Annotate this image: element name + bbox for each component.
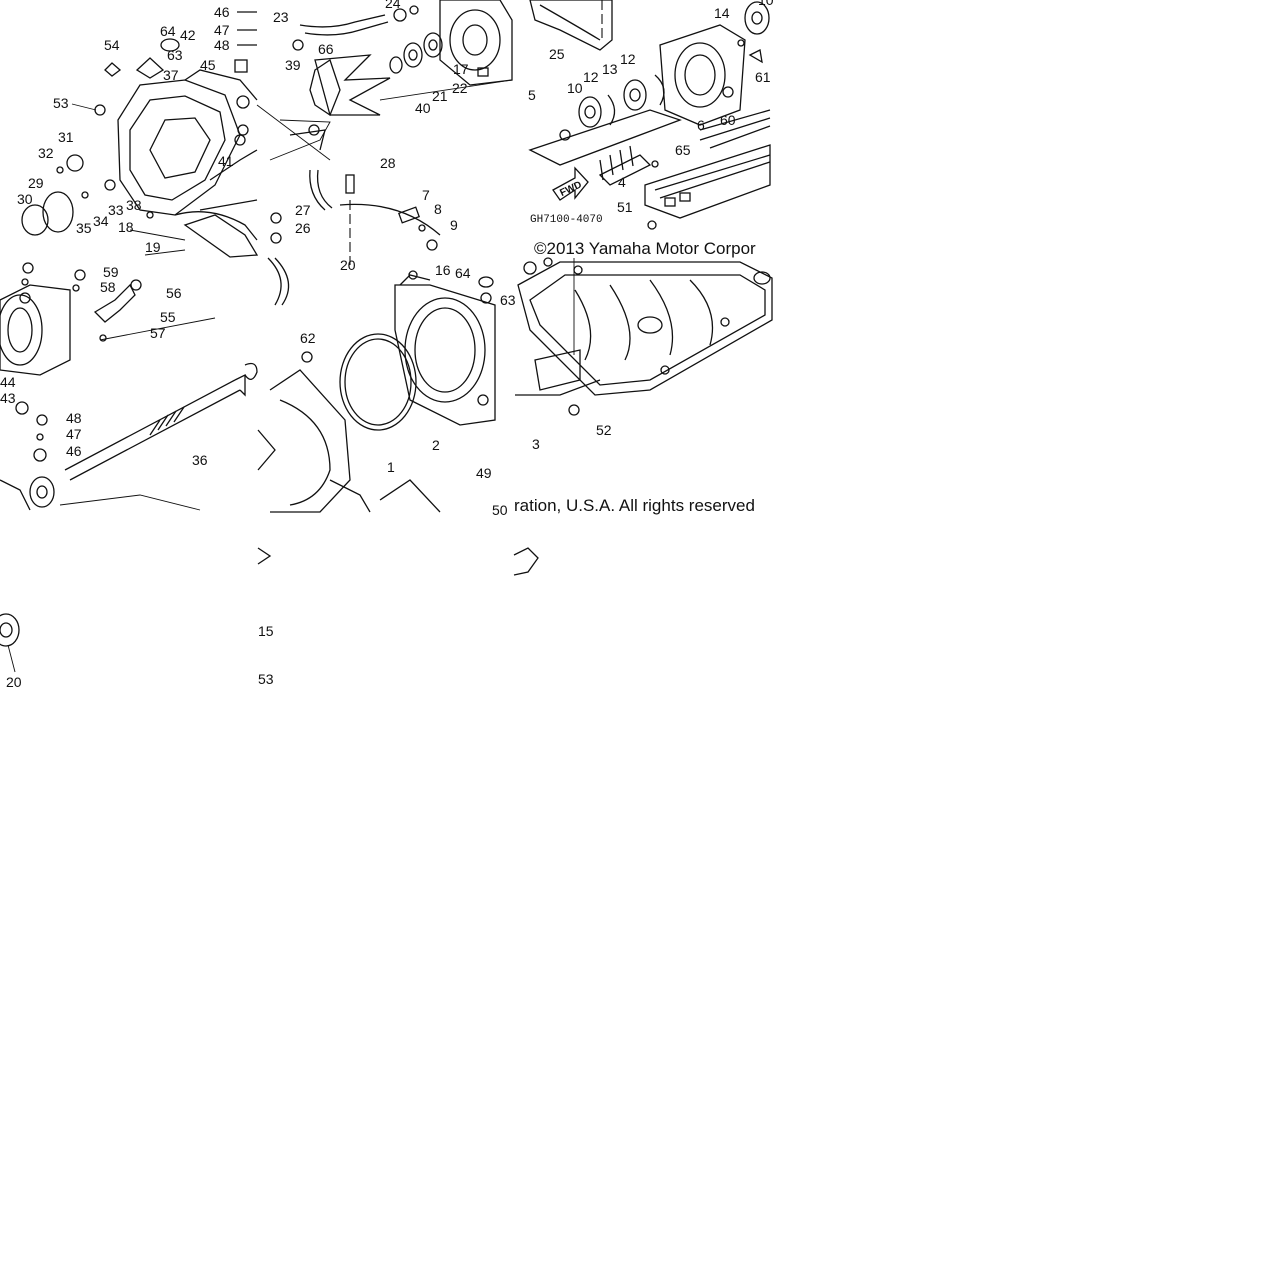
part-label: 48 — [66, 410, 82, 426]
part-label: 31 — [58, 129, 74, 145]
part-label: 12 — [583, 69, 599, 85]
part-label: 47 — [66, 426, 82, 442]
diagram-code: GH7100-4070 — [530, 214, 603, 226]
part-label: 22 — [452, 80, 468, 96]
part-label: 10 — [567, 80, 583, 96]
part-label: 9 — [450, 217, 458, 233]
part-label: 20 — [340, 257, 356, 273]
part-label: 36 — [192, 452, 208, 468]
part-label: 46 — [66, 443, 82, 459]
tile-top-left: 46 47 48 54 64 63 42 37 45 53 31 32 29 3… — [17, 4, 259, 258]
part-label: 60 — [720, 112, 736, 128]
part-label: 10 — [758, 0, 774, 8]
part-label: 33 — [108, 202, 124, 218]
part-label: 21 — [432, 88, 448, 104]
part-label: 46 — [214, 4, 230, 20]
part-label: 58 — [100, 279, 116, 295]
part-label: 64 — [160, 23, 176, 39]
part-label: 63 — [500, 292, 516, 308]
part-label: 25 — [549, 46, 565, 62]
part-label: 54 — [104, 37, 120, 53]
part-label: 3 — [532, 436, 540, 452]
part-label: 26 — [295, 220, 311, 236]
part-label: 29 — [28, 175, 44, 191]
copyright-notice-bottom: ration, U.S.A. All rights reserved — [514, 496, 755, 515]
part-label: 27 — [295, 202, 311, 218]
part-label: 49 — [476, 465, 492, 481]
part-label: 55 — [160, 309, 176, 325]
part-label: 24 — [385, 0, 401, 11]
part-label: 6 — [697, 117, 705, 133]
part-label: 5 — [528, 87, 536, 103]
part-label: 64 — [455, 265, 471, 281]
part-label: 61 — [755, 69, 771, 85]
tile-top-right: 25 5 10 12 13 12 14 6 60 61 65 4 51 10 G… — [528, 0, 774, 230]
part-label: 14 — [714, 5, 730, 21]
tile-top-middle: 24 23 66 39 40 21 22 17 28 27 26 20 7 8 … — [256, 0, 513, 273]
part-label: 65 — [675, 142, 691, 158]
tile-bottom-fragments: 15 53 20 — [0, 547, 539, 690]
part-label: 66 — [318, 41, 334, 57]
part-label: 45 — [200, 57, 216, 73]
part-label: 20 — [6, 674, 22, 690]
part-label: 59 — [103, 264, 119, 280]
part-label: 2 — [432, 437, 440, 453]
part-label: 1 — [387, 459, 395, 475]
part-label: 34 — [93, 213, 109, 229]
part-label: 4 — [618, 174, 626, 190]
part-label: 53 — [258, 671, 274, 687]
part-label: 17 — [453, 61, 469, 77]
part-label: 62 — [300, 330, 316, 346]
tile-mid-right: 52 3 — [515, 257, 773, 452]
tile-mid-center: 16 64 63 62 2 1 49 50 — [257, 257, 516, 518]
part-label: 48 — [214, 37, 230, 53]
part-label: 7 — [422, 187, 430, 203]
tile-mid-left: 59 58 56 55 57 44 43 48 47 46 36 — [0, 262, 258, 511]
part-label: 13 — [602, 61, 618, 77]
part-label: 19 — [145, 239, 161, 255]
part-label: 51 — [617, 199, 633, 215]
part-label: 63 — [167, 47, 183, 63]
part-label: 8 — [434, 201, 442, 217]
part-label: 41 — [218, 153, 234, 169]
part-label: 52 — [596, 422, 612, 438]
part-label: 12 — [620, 51, 636, 67]
part-label: 30 — [17, 191, 33, 207]
copyright-notice-top: ©2013 Yamaha Motor Corpor — [534, 239, 756, 258]
part-label: 32 — [38, 145, 54, 161]
part-label: 23 — [273, 9, 289, 25]
part-label: 18 — [118, 219, 134, 235]
fwd-arrow-label: FWD — [558, 179, 583, 199]
part-label: 47 — [214, 22, 230, 38]
part-label: 57 — [150, 325, 166, 341]
part-label: 43 — [0, 390, 16, 406]
part-label: 16 — [435, 262, 451, 278]
part-label: 40 — [415, 100, 431, 116]
part-label: 15 — [258, 623, 274, 639]
part-label: 35 — [76, 220, 92, 236]
part-label: 44 — [0, 374, 16, 390]
part-label: 53 — [53, 95, 69, 111]
part-label: 28 — [380, 155, 396, 171]
part-label: 56 — [166, 285, 182, 301]
part-label: 39 — [285, 57, 301, 73]
part-label: 38 — [126, 197, 142, 213]
part-label: 42 — [180, 27, 196, 43]
part-label: 37 — [163, 67, 179, 83]
part-label: 50 — [492, 502, 508, 518]
